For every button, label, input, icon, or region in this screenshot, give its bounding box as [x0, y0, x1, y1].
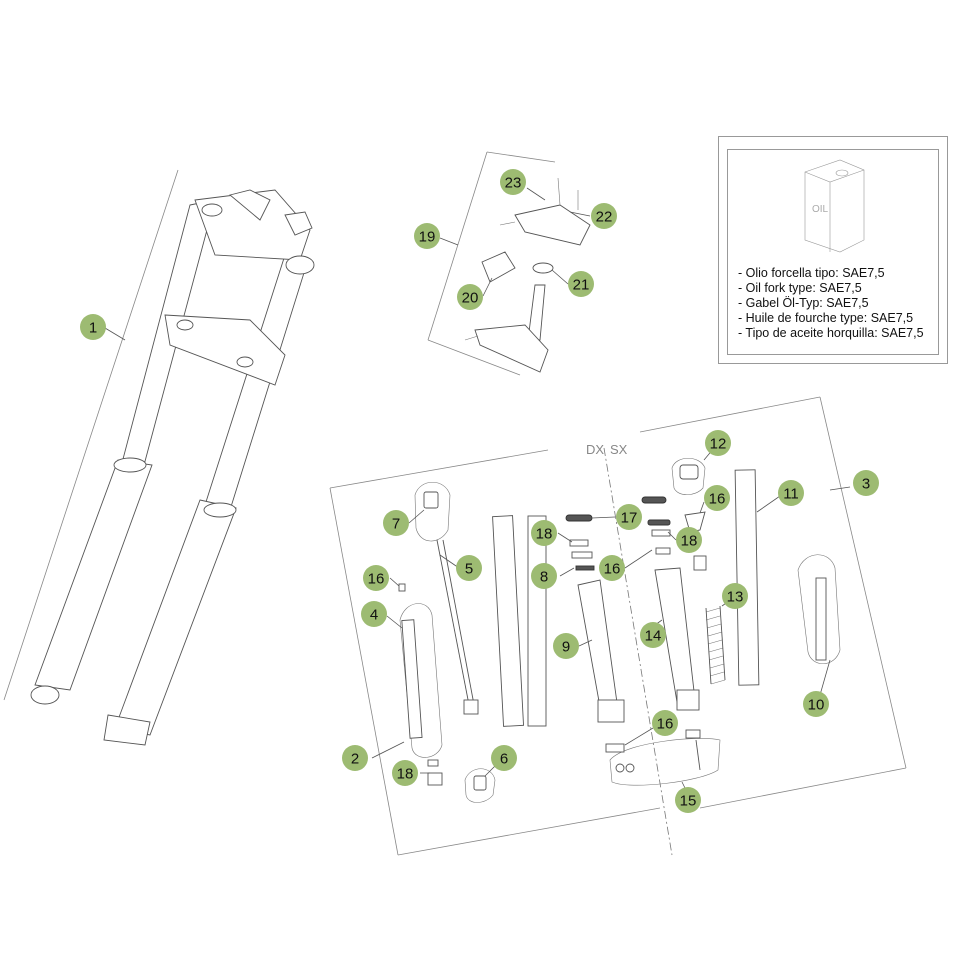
oil-info-box: - Olio forcella tipo: SAE7,5 - Oil fork … — [718, 136, 948, 364]
svg-text:12: 12 — [710, 436, 727, 453]
svg-text:3: 3 — [862, 476, 870, 493]
svg-text:4: 4 — [370, 607, 378, 624]
svg-text:18: 18 — [536, 526, 553, 543]
oil-note-es: - Tipo de aceite horquilla: SAE7,5 — [738, 326, 924, 340]
callout-22: 22 — [591, 203, 617, 229]
callout-16-right: 16 — [704, 485, 730, 511]
svg-text:9: 9 — [562, 639, 570, 656]
oil-note-it: - Olio forcella tipo: SAE7,5 — [738, 266, 885, 280]
callout-15: 15 — [675, 787, 701, 813]
steering-stem-assembly — [427, 151, 591, 376]
callout-8: 8 — [531, 563, 557, 589]
callout-10: 10 — [803, 691, 829, 717]
svg-text:11: 11 — [783, 486, 799, 503]
svg-text:17: 17 — [621, 510, 638, 527]
oil-can-label: OIL — [812, 204, 829, 215]
svg-text:10: 10 — [808, 697, 825, 714]
svg-text:19: 19 — [419, 229, 436, 246]
svg-text:6: 6 — [500, 751, 508, 768]
callout-9: 9 — [553, 633, 579, 659]
callout-18-bottom: 18 — [392, 760, 418, 786]
side-label-dx: DX — [586, 442, 604, 457]
callout-21: 21 — [568, 271, 594, 297]
svg-text:16: 16 — [657, 716, 674, 733]
callout-11: 11 — [778, 480, 804, 506]
oil-note-de: - Gabel Öl-Typ: SAE7,5 — [738, 296, 869, 310]
callout-18-right: 18 — [676, 527, 702, 553]
svg-text:15: 15 — [680, 793, 697, 810]
svg-text:20: 20 — [462, 290, 479, 307]
svg-text:16: 16 — [709, 491, 726, 508]
callout-17: 17 — [616, 504, 642, 530]
svg-text:23: 23 — [505, 175, 522, 192]
callout-3: 3 — [853, 470, 879, 496]
svg-text:7: 7 — [392, 516, 400, 533]
svg-text:16: 16 — [604, 561, 621, 578]
oil-notes: - Olio forcella tipo: SAE7,5 - Oil fork … — [738, 266, 924, 341]
callout-20: 20 — [457, 284, 483, 310]
callout-16-center: 16 — [599, 555, 625, 581]
callout-2: 2 — [342, 745, 368, 771]
callout-13: 13 — [722, 583, 748, 609]
callout-18-left: 18 — [531, 520, 557, 546]
oil-note-en: - Oil fork type: SAE7,5 — [738, 281, 862, 295]
svg-text:8: 8 — [540, 569, 548, 586]
svg-text:22: 22 — [596, 209, 613, 226]
oil-info-inner: - Olio forcella tipo: SAE7,5 - Oil fork … — [727, 149, 939, 355]
fork-assembly — [3, 169, 315, 746]
callout-7: 7 — [383, 510, 409, 536]
callout-12: 12 — [705, 430, 731, 456]
callout-23: 23 — [500, 169, 526, 195]
oil-note-fr: - Huile de fourche type: SAE7,5 — [738, 311, 914, 325]
svg-text:5: 5 — [465, 561, 473, 578]
part-drawings — [398, 457, 841, 803]
svg-text:13: 13 — [727, 589, 744, 606]
svg-text:21: 21 — [573, 277, 590, 294]
callout-14: 14 — [640, 622, 666, 648]
callout-5: 5 — [456, 555, 482, 581]
svg-text:16: 16 — [368, 571, 385, 588]
callout-16-bottom: 16 — [652, 710, 678, 736]
callout-6: 6 — [491, 745, 517, 771]
svg-text:14: 14 — [645, 628, 662, 645]
svg-text:1: 1 — [89, 320, 97, 337]
exploded-parts-frame: DX SX — [329, 396, 907, 856]
svg-text:2: 2 — [351, 751, 359, 768]
callout-19: 19 — [414, 223, 440, 249]
callout-1: 1 — [80, 314, 106, 340]
callout-16-left: 16 — [363, 565, 389, 591]
svg-text:18: 18 — [681, 533, 698, 550]
svg-text:18: 18 — [397, 766, 414, 783]
oil-can-icon: OIL — [804, 159, 865, 253]
side-label-sx: SX — [610, 442, 628, 457]
callout-4: 4 — [361, 601, 387, 627]
